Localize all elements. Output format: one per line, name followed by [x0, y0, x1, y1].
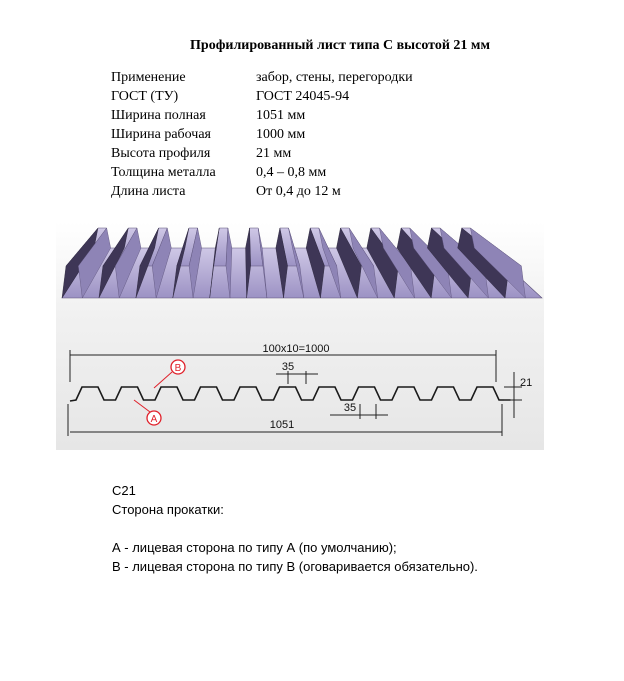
profile-drawing: 100x10=1000 35 35 21 1051 B A: [56, 222, 544, 450]
sheet-rib-wall-light: [318, 227, 341, 299]
sheet-rib-wall: [61, 227, 99, 299]
spec-value: забор, стены, перегородки: [256, 70, 413, 85]
profile-line: [69, 386, 511, 402]
sheet-rib-wall-light: [151, 227, 172, 299]
spec-label: Ширина рабочая: [111, 127, 211, 142]
sheet-rib-wall-light: [348, 227, 378, 299]
dim-bottom-width: 35: [344, 402, 356, 414]
sheet-rib-wall: [98, 227, 129, 299]
dim-full-width: 1051: [270, 419, 294, 431]
dim-top-width: 35: [282, 361, 294, 373]
marker-b-circle: [170, 359, 186, 375]
spec-row-working-width: Ширина рабочая 1000 мм: [111, 125, 413, 144]
spec-label: ГОСТ (ТУ): [111, 89, 179, 104]
spec-row-sheet-length: Длина листа От 0,4 до 12 м: [111, 182, 413, 201]
sheet-rib-wall-light: [225, 227, 233, 299]
sheet-rib-wall: [209, 227, 220, 299]
sheet-rib-wall-light: [115, 227, 142, 299]
spacer: [112, 519, 478, 538]
side-b-note: В - лицевая сторона по типу В (оговарива…: [112, 559, 478, 574]
profile-code: С21: [112, 483, 136, 498]
sheet-rib-wall-light: [470, 227, 526, 299]
sheet-rib-wall: [135, 227, 159, 299]
profile-figure: 100x10=1000 35 35 21 1051 B A: [56, 222, 544, 450]
sheet-rib-wall-light: [258, 227, 268, 299]
spec-value: 21 мм: [256, 146, 292, 161]
marker-b-leader: [153, 371, 173, 389]
spec-label: Ширина полная: [111, 108, 206, 123]
marker-a-leader: [133, 399, 151, 413]
sheet-rib-wall-light: [188, 227, 202, 299]
page-title: Профилированный лист типа С высотой 21 м…: [190, 38, 490, 53]
spec-row-full-width: Ширина полная 1051 мм: [111, 106, 413, 125]
sheet-rib-wall-light: [78, 227, 111, 299]
dim-height: 21: [520, 377, 532, 389]
spec-row-thickness: Толщина металла 0,4 – 0,8 мм: [111, 163, 413, 182]
marker-a-circle: [146, 410, 162, 426]
spec-label: Длина листа: [111, 184, 186, 199]
sheet-rib-wall: [305, 227, 325, 299]
sheet-rib-wall: [275, 227, 288, 299]
dim-working-width: 100x10=1000: [263, 343, 330, 355]
marker-a-label: A: [151, 414, 158, 425]
rolling-side-label: Сторона прокатки:: [112, 502, 224, 517]
spec-value: ГОСТ 24045-94: [256, 89, 350, 104]
sheet-rib-wall: [336, 227, 362, 299]
spec-value: 1051 мм: [256, 108, 306, 123]
spec-label: Высота профиля: [111, 146, 211, 161]
corrugated-sheet-illustration: [61, 227, 543, 299]
profile-cross-section: [67, 350, 522, 436]
sheet-rib-wall: [172, 227, 190, 299]
spec-label: Применение: [111, 70, 186, 85]
spec-value: 1000 мм: [256, 127, 306, 142]
spec-value: От 0,4 до 12 м: [256, 184, 341, 199]
spec-label: Толщина металла: [111, 165, 216, 180]
sheet-rib-wall: [245, 227, 251, 299]
sheet-rib-wall-light: [288, 227, 305, 299]
sheet-rib-wall-light: [379, 227, 415, 299]
notes-block: С21 Сторона прокатки: А - лицевая сторон…: [112, 481, 478, 576]
spec-table: Применение забор, стены, перегородки ГОС…: [111, 68, 413, 201]
side-a-note: А - лицевая сторона по типу А (по умолча…: [112, 540, 397, 555]
spec-row-application: Применение забор, стены, перегородки: [111, 68, 413, 87]
spec-value: 0,4 – 0,8 мм: [256, 165, 327, 180]
spec-row-profile-height: Высота профиля 21 мм: [111, 144, 413, 163]
marker-b-label: B: [175, 363, 182, 374]
spec-row-gost: ГОСТ (ТУ) ГОСТ 24045-94: [111, 87, 413, 106]
